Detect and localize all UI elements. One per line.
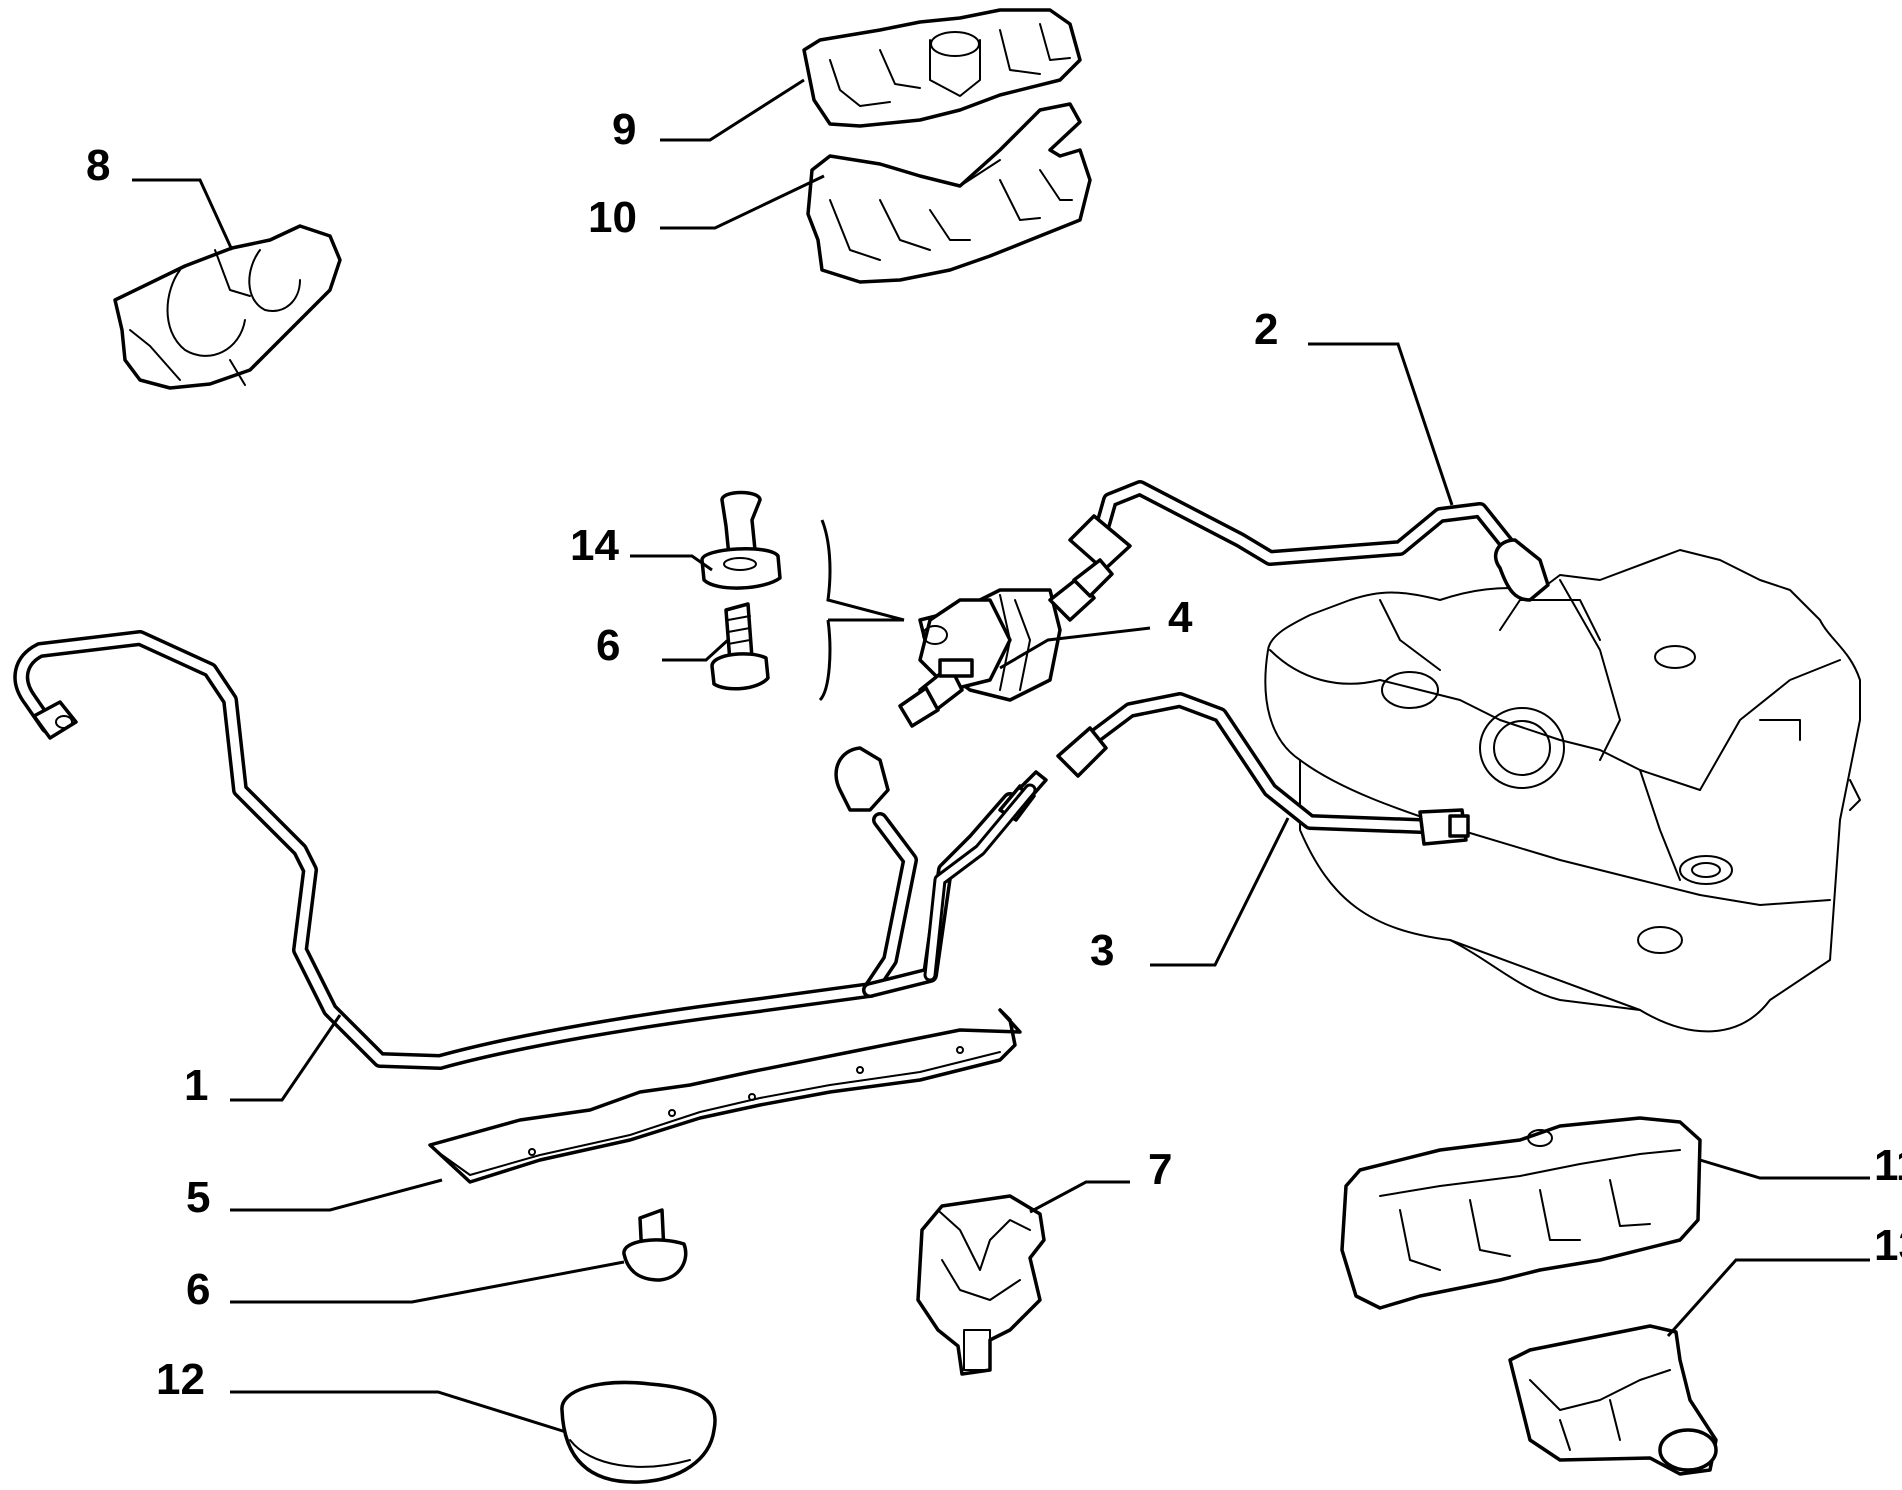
callout-2: 2 <box>1254 305 1278 354</box>
screw-6-lower <box>622 1208 688 1282</box>
fuel-filter <box>898 558 1114 728</box>
plug-12 <box>560 1380 717 1484</box>
grommet-14 <box>700 490 782 590</box>
support-13 <box>1508 1324 1718 1476</box>
clip-strip-11 <box>1340 1116 1702 1310</box>
group-brace <box>818 519 905 702</box>
callout-13: 13 <box>1874 1221 1902 1270</box>
callout-9: 9 <box>612 105 636 154</box>
clip-assembly-9 <box>802 8 1082 128</box>
callout-4: 4 <box>1168 593 1193 642</box>
leader-lines <box>132 78 1870 1434</box>
callout-1: 1 <box>184 1061 208 1110</box>
callout-5: 5 <box>186 1173 210 1222</box>
screw-6-upper <box>710 602 770 691</box>
fuel-pipe-1 <box>13 630 918 1070</box>
callout-labels: 1 2 3 4 5 6 6 7 8 9 10 11 12 13 14 <box>86 105 1902 1404</box>
callout-3: 3 <box>1090 926 1114 975</box>
callout-8: 8 <box>86 141 110 190</box>
clip-7 <box>916 1194 1046 1376</box>
fuel-pipe-2 <box>1068 480 1550 602</box>
clip-assembly-10 <box>806 102 1092 284</box>
callout-11: 11 <box>1874 1141 1902 1190</box>
fuel-pipe-thin <box>923 783 1037 982</box>
fuel-pipe-3 <box>1056 692 1470 846</box>
callout-10: 10 <box>588 193 637 242</box>
callout-6-upper: 6 <box>596 621 620 670</box>
callout-14: 14 <box>570 521 619 570</box>
fuel-tank <box>1264 549 1861 1033</box>
callout-7: 7 <box>1148 1145 1172 1194</box>
callout-6-lower: 6 <box>186 1265 210 1314</box>
callout-12: 12 <box>156 1355 205 1404</box>
clip-8 <box>113 224 342 390</box>
mounting-bracket <box>428 1008 1022 1184</box>
